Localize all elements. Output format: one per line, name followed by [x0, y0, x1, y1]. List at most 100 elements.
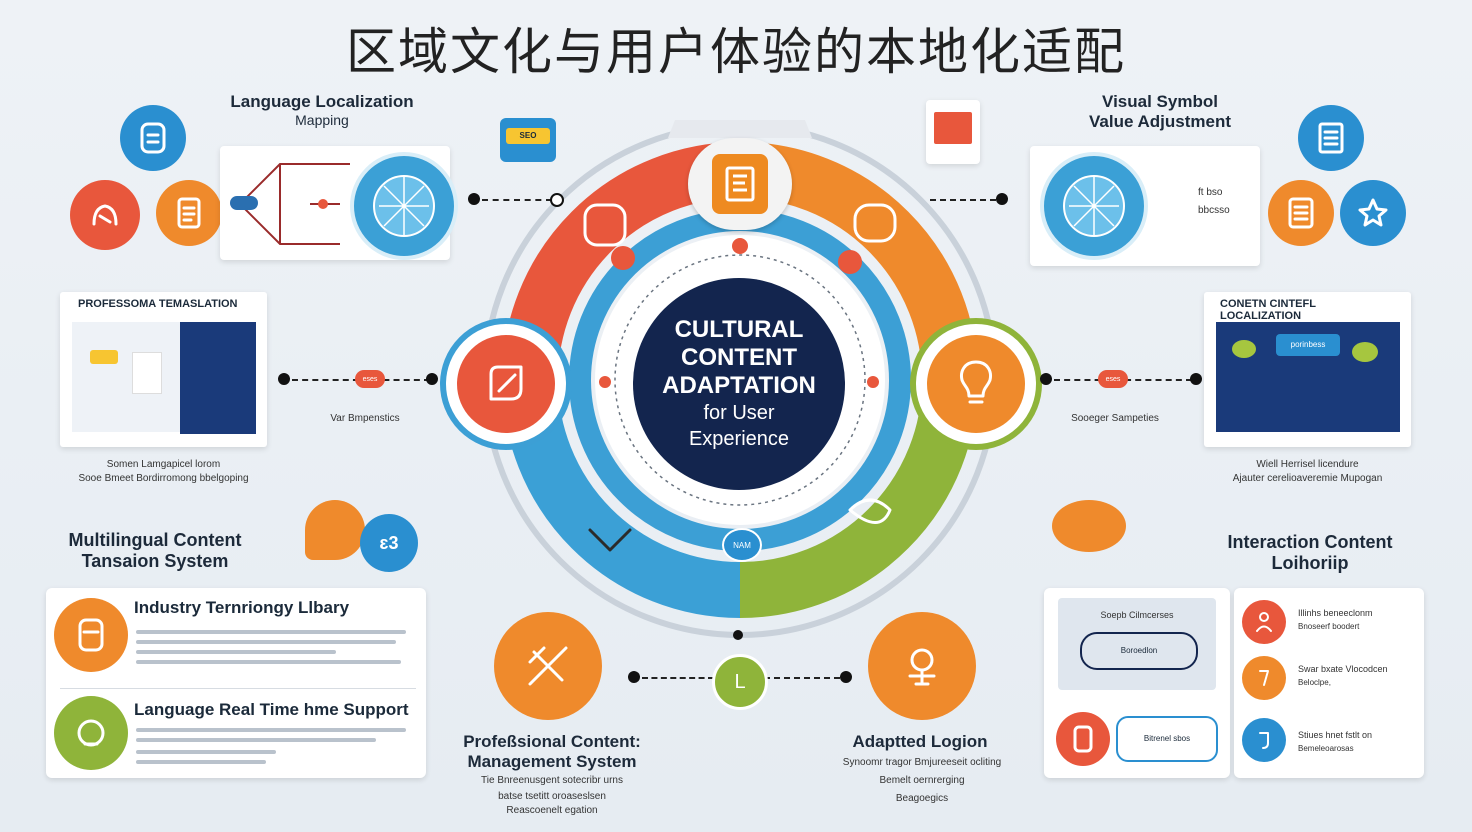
- label-line-1: Visual Symbol: [1102, 92, 1218, 111]
- content-management-label: Profeßsional Content: Management System: [440, 732, 664, 771]
- tag-icon: [1242, 656, 1286, 700]
- box: Soepb Cilmcerses Boroedlon: [1058, 598, 1216, 690]
- connector-dot: [733, 630, 743, 640]
- desc-3: Reascoenelt egation: [506, 805, 598, 816]
- speech-bubble-icon: ɛ3: [360, 514, 418, 572]
- value-note-1: ft bso: [1198, 187, 1223, 198]
- connector-dot: [628, 671, 640, 683]
- card-caption-2: Ajauter cerelioaveremie Mupogan: [1232, 473, 1383, 484]
- file-icon: [156, 180, 222, 246]
- center-line-3: ADAPTATION: [662, 372, 816, 399]
- content-localization-card: CONETN CINTEFL LOCALIZATION porinbess: [1204, 292, 1411, 447]
- visual-symbol-label: Visual Symbol Value Adjustment: [1060, 92, 1260, 131]
- document-icon: [120, 105, 186, 171]
- lightbulb-icon: [927, 335, 1025, 433]
- connector-line: [764, 677, 840, 679]
- connector-line: [482, 199, 552, 201]
- page-title: 区域文化与用户体验的本地化适配: [346, 23, 1126, 81]
- card-caption-1: Somen Lamgapicel lorom: [106, 459, 221, 470]
- center-line-5: Experience: [688, 428, 790, 450]
- item3-sub: Bemeleoarosas: [1298, 744, 1354, 753]
- item2-sub: Beloclpe,: [1298, 678, 1331, 687]
- text-placeholder: [136, 660, 401, 664]
- box-title: Soepb Cilmcerses: [1100, 610, 1174, 620]
- text-placeholder: [136, 650, 336, 654]
- document-icon: [1268, 180, 1334, 246]
- card-title: CONETN CINTEFL LOCALIZATION: [1220, 298, 1316, 322]
- ring-top-node: [688, 138, 792, 230]
- connector-line: [642, 677, 714, 679]
- connector-dot: [840, 671, 852, 683]
- connector-dot: [468, 193, 480, 205]
- center-line-1: CULTURAL: [674, 316, 804, 343]
- person-icon: [70, 180, 140, 250]
- multilingual-label: Multilingual Content Tansaion System: [40, 530, 270, 571]
- globe-icon: [350, 152, 458, 260]
- chart-card: [926, 100, 980, 164]
- item1-title: Illinhs beneeclonm: [1298, 608, 1373, 618]
- interaction-label: Interaction Content Loihoriip: [1200, 532, 1420, 573]
- label-line-2: Mapping: [295, 111, 349, 128]
- connector-text: Sooeger Sampeties: [1071, 413, 1159, 424]
- pill-1[interactable]: Boroedlon: [1080, 632, 1198, 670]
- card-dark-panel: [180, 322, 256, 434]
- label-line-1: Language Localization: [230, 92, 414, 111]
- divider: [60, 688, 416, 689]
- panel-label: porinbess: [1276, 334, 1340, 356]
- star-icon: [1340, 180, 1406, 246]
- text-placeholder: [136, 738, 376, 742]
- item1-sub: Bnoseerf boodert: [1298, 622, 1360, 631]
- connector-dot: [1040, 373, 1052, 385]
- list-icon: [1298, 105, 1364, 171]
- document-icon: [712, 154, 768, 214]
- card-caption-1: Wiell Herrisel licendure: [1256, 459, 1359, 470]
- ring-right-node: [910, 318, 1042, 450]
- label-line-1: Interaction Content: [1227, 532, 1393, 552]
- card-caption-2: Sooe Bmeet Bordirromong bbelgoping: [78, 473, 249, 484]
- mapping-lines: [230, 163, 350, 245]
- center-bottom-badge: L: [712, 654, 768, 710]
- label-line-1: Profeßsional Content:: [463, 732, 641, 751]
- desc-1: Synoomr tragor Bmjureeseit ocliting: [842, 757, 1002, 768]
- label-line-2: Management System: [467, 751, 637, 771]
- device-icon: [54, 598, 128, 672]
- left-feature-panel: Industry Ternriongy Llbary Language Real…: [46, 588, 426, 778]
- tools-icon: [494, 612, 602, 720]
- right-feature-panel-left: Soepb Cilmcerses Boroedlon Bitrenel sbos: [1044, 588, 1230, 778]
- professional-translation-card: PROFESSOMA TEMASLATION: [60, 292, 267, 447]
- value-note-2: bbcsso: [1198, 205, 1230, 216]
- label-line-2: Value Adjustment: [1088, 111, 1231, 131]
- item2-title: Swar bxate Vlocodcen: [1298, 664, 1388, 674]
- right-feature-panel-right: Illinhs beneeclonm Bnoseerf boodert Swar…: [1234, 588, 1424, 778]
- item3-title: Stiues hnet fstlt on: [1298, 730, 1373, 740]
- hook-icon: [1242, 718, 1286, 762]
- label-line-2: Loihoriip: [1271, 552, 1349, 573]
- seo-bubble: SEO: [500, 118, 556, 162]
- chat-bubble-icon: [1052, 500, 1126, 552]
- desc-2: batse tsetitt oroaseslsen: [498, 791, 606, 802]
- text-placeholder: [136, 728, 406, 732]
- connector-dot: [426, 373, 438, 385]
- ring-bottom-badge: NAM: [722, 528, 762, 562]
- person-icon: [1242, 600, 1286, 644]
- text-placeholder: [136, 750, 276, 754]
- label-line-2: Tansaion System: [81, 550, 229, 571]
- center-hub: CULTURAL CONTENT ADAPTATION for User Exp…: [633, 278, 845, 490]
- connector-badge: eses: [1098, 370, 1128, 388]
- text-placeholder: [136, 630, 406, 634]
- globe-icon: [1040, 152, 1148, 260]
- connector-dot: [1190, 373, 1202, 385]
- desc-1: Tie Bnreenusgent sotecribr urns: [481, 775, 623, 786]
- connector-text: Var Bmpenstics: [330, 413, 400, 424]
- edit-icon: [457, 335, 555, 433]
- center-line-4: for User: [703, 402, 775, 424]
- text-placeholder: [136, 760, 266, 764]
- desc-2: Bemelt oernrerging: [879, 775, 965, 786]
- desc-3: Beagoegics: [895, 793, 949, 804]
- item2-title: Language Real Time hme Support: [134, 700, 409, 719]
- label-line-1: Multilingual Content: [68, 530, 242, 550]
- connector-dot: [278, 373, 290, 385]
- card-title: PROFESSOMA TEMASLATION: [78, 298, 238, 310]
- pill-2[interactable]: Bitrenel sbos: [1116, 716, 1218, 762]
- item1-title: Industry Ternriongy Llbary: [134, 598, 350, 617]
